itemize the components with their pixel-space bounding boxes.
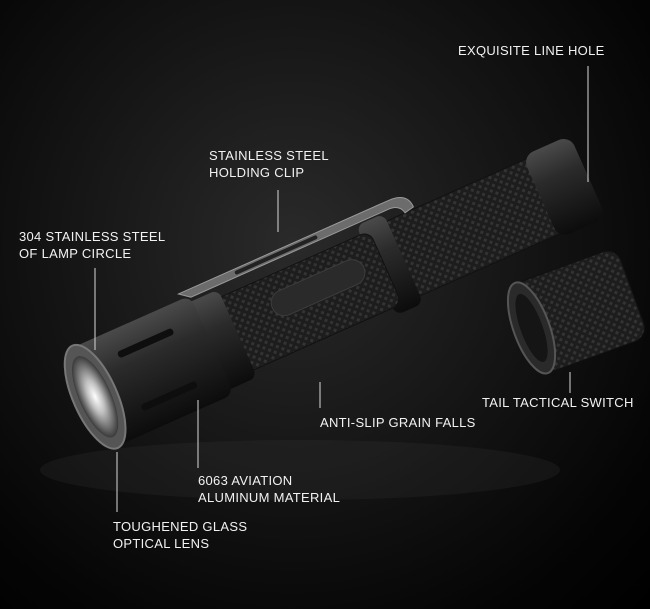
callout-anti-slip-grain: ANTI-SLIP GRAIN FALLS [320, 414, 476, 431]
callout-text: EXQUISITE LINE HOLE [458, 43, 605, 58]
callout-text: HOLDING CLIP [209, 165, 305, 180]
callout-text: STAINLESS STEEL [209, 148, 329, 163]
callout-text: 6063 AVIATION [198, 473, 293, 488]
callout-text: TAIL TACTICAL SWITCH [482, 395, 634, 410]
callout-aluminum-material: 6063 AVIATION ALUMINUM MATERIAL [198, 472, 340, 506]
callout-text: 304 STAINLESS STEEL [19, 229, 166, 244]
callout-text: OF LAMP CIRCLE [19, 246, 132, 261]
callout-tail-tactical-switch: TAIL TACTICAL SWITCH [482, 394, 634, 411]
callout-text: TOUGHENED GLASS [113, 519, 248, 534]
callout-text: ANTI-SLIP GRAIN FALLS [320, 415, 476, 430]
flashlight-body [63, 138, 603, 450]
callout-leader-lines [94, 66, 589, 512]
callout-exquisite-line-hole: EXQUISITE LINE HOLE [458, 42, 605, 59]
floor-reflection [40, 440, 560, 500]
callout-lamp-circle: 304 STAINLESS STEEL OF LAMP CIRCLE [19, 228, 165, 262]
callout-text: ALUMINUM MATERIAL [198, 490, 341, 505]
callout-holding-clip: STAINLESS STEEL HOLDING CLIP [209, 147, 329, 181]
callout-optical-lens: TOUGHENED GLASS OPTICAL LENS [113, 518, 247, 552]
callout-text: OPTICAL LENS [113, 536, 210, 551]
tail-cap [506, 250, 646, 375]
